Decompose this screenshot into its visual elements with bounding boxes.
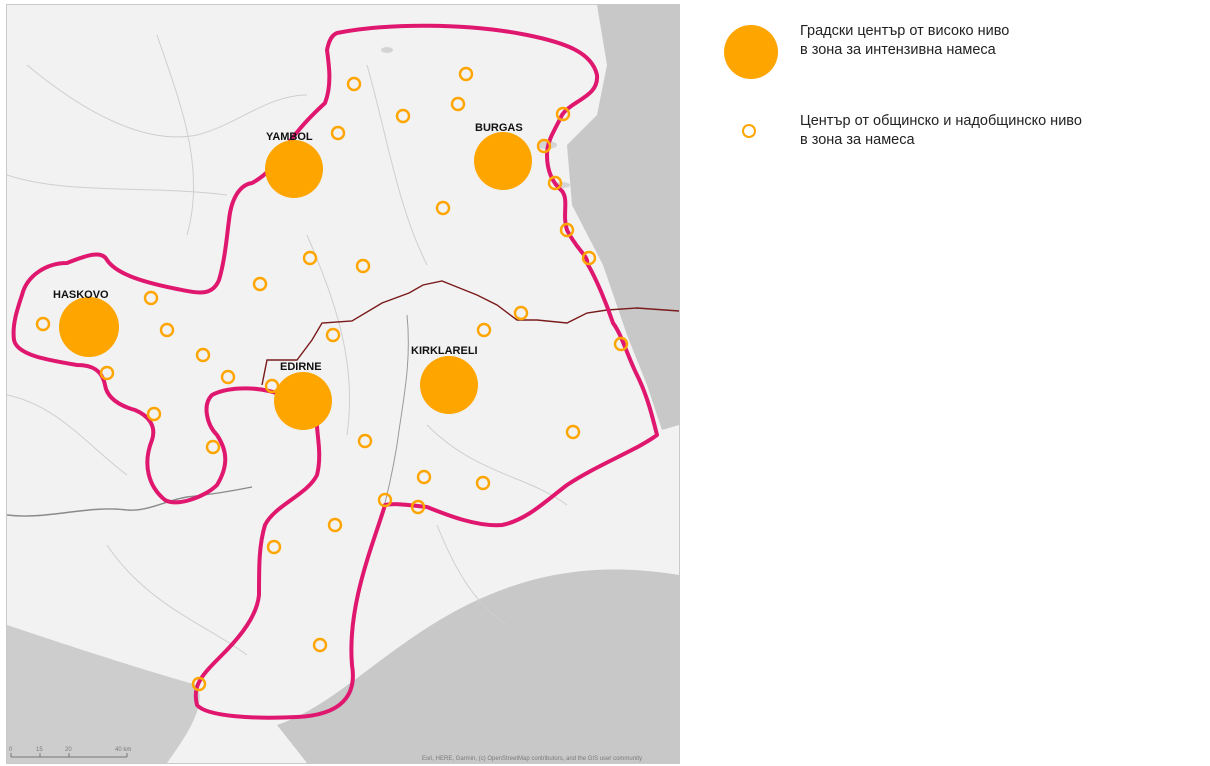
municipal-center-marker [536, 138, 552, 154]
municipal-center-marker [458, 66, 474, 82]
legend-label-line1: Градски център от високо ниво [800, 23, 1010, 39]
aegean-sea [7, 625, 200, 763]
municipal-center-marker [191, 676, 207, 692]
map-canvas: YAMBOL BURGAS HASKOVO EDIRNE KIRKLARELI … [7, 5, 679, 763]
scale-label: 15 [36, 747, 43, 753]
high-level-centers [59, 132, 532, 430]
haskovo-center-marker [59, 297, 119, 357]
intervention-zone-outline [11, 23, 659, 720]
large-orange-circle-icon [724, 25, 778, 79]
legend-label-line2: в зона за намеса [800, 132, 915, 148]
municipal-center-marker [266, 539, 282, 555]
municipal-center-marker [581, 250, 597, 266]
municipal-center-marker [475, 475, 491, 491]
municipal-center-marker [513, 305, 529, 321]
map-panel: YAMBOL BURGAS HASKOVO EDIRNE KIRKLARELI … [6, 4, 680, 764]
municipal-center-marker [476, 322, 492, 338]
municipal-center-marker [252, 276, 268, 292]
municipal-center-marker [302, 250, 318, 266]
black-sea [567, 5, 679, 430]
scale-label: 20 [65, 747, 72, 753]
municipal-center-marker [146, 406, 162, 422]
kirklareli-center-marker [420, 356, 478, 414]
bulgaria-turkey-border [261, 280, 679, 386]
greece-bulgaria-border [7, 486, 253, 517]
legend-item-high-level-center: Градски център от високо ниво в зона за … [718, 22, 1198, 112]
scale-label: 0 [9, 747, 13, 753]
municipal-center-marker [395, 108, 411, 124]
scale-label: 40 km [115, 747, 131, 753]
municipal-center-marker [410, 499, 426, 515]
legend-item-municipal-center: Център от общинско и надобщинско ниво в … [718, 112, 1198, 182]
municipal-center-marker [325, 327, 341, 343]
municipal-center-marker [35, 316, 51, 332]
municipal-center-marker [357, 433, 373, 449]
municipal-center-marker [555, 106, 571, 122]
legend: Градски център от високо ниво в зона за … [718, 22, 1198, 182]
municipal-center-marker [330, 125, 346, 141]
legend-label-line1: Център от общинско и надобщинско ниво [800, 113, 1082, 129]
municipal-center-marker [99, 365, 115, 381]
city-label-haskovo: HASKOVO [53, 289, 109, 301]
municipal-center-marker [416, 469, 432, 485]
municipal-center-marker [312, 637, 328, 653]
municipal-center-marker [346, 76, 362, 92]
municipal-center-marker [355, 258, 371, 274]
municipal-center-marker [159, 322, 175, 338]
municipal-center-marker [547, 175, 563, 191]
city-label-yambol: YAMBOL [266, 131, 313, 143]
municipal-center-marker [327, 517, 343, 533]
municipal-center-marker [435, 200, 451, 216]
city-label-burgas: BURGAS [475, 122, 523, 134]
legend-label: Център от общинско и надобщинско ниво в … [800, 112, 1082, 150]
municipal-center-marker [264, 378, 280, 394]
municipal-center-marker [220, 369, 236, 385]
municipal-center-marker [143, 290, 159, 306]
municipal-center-marker [559, 222, 575, 238]
sea-of-marmara [277, 569, 679, 763]
legend-label-line2: в зона за интензивна намеса [800, 42, 996, 58]
small-orange-ring-icon [742, 124, 756, 138]
scale-bar: 0 15 20 40 km [9, 747, 131, 758]
edirne-center-marker [274, 372, 332, 430]
map-attribution: Esri, HERE, Garmin, (c) OpenStreetMap co… [422, 756, 642, 762]
municipal-center-marker [565, 424, 581, 440]
burgas-center-marker [474, 132, 532, 190]
city-label-kirklareli: KIRKLARELI [411, 345, 478, 357]
yambol-center-marker [265, 140, 323, 198]
municipal-center-marker [377, 492, 393, 508]
municipal-center-marker [195, 347, 211, 363]
municipal-centers [35, 66, 629, 692]
legend-label: Градски център от високо ниво в зона за … [800, 22, 1009, 60]
municipal-center-marker [450, 96, 466, 112]
municipal-center-marker [613, 336, 629, 352]
city-label-edirne: EDIRNE [280, 361, 322, 373]
municipal-center-marker [205, 439, 221, 455]
